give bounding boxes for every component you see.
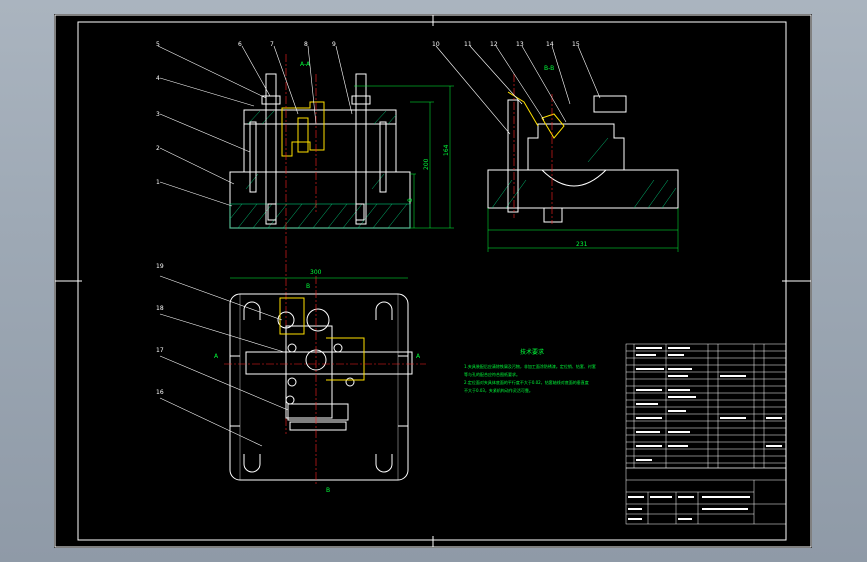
part-number: 1 — [156, 179, 160, 186]
title-block-marks — [628, 496, 750, 520]
part-number: 17 — [156, 347, 164, 354]
part-number: 10 — [432, 41, 440, 48]
part-number: 13 — [516, 41, 524, 48]
part-number: 7 — [270, 41, 274, 48]
part-number: 15 — [572, 41, 580, 48]
part-number: 9 — [332, 41, 336, 48]
technical-requirements: 技术要求 1.夹具装配后应清除铁屑及污物，非加工面涂防锈漆。定位销、钻套、衬套 … — [464, 348, 596, 393]
cad-drawing: A-A 164 200 8 B-B 231 — [54, 14, 812, 548]
tech-req-title: 技术要求 — [520, 348, 544, 356]
part-number: 6 — [238, 41, 242, 48]
dim-front-width: 300 — [310, 269, 322, 276]
part-number: 2 — [156, 145, 160, 152]
part-number: 16 — [156, 389, 164, 396]
dim-side-width: 231 — [576, 241, 588, 248]
tech-req-line: 不大于0.03，夹紧机构动作灵活可靠。 — [464, 387, 533, 393]
front-section-view: A-A — [229, 54, 411, 434]
part-number: 18 — [156, 305, 164, 312]
top-view: 300 A A B B — [214, 269, 426, 494]
parts-list — [625, 343, 787, 469]
parts-list-marks — [636, 347, 782, 461]
dim-height-a: 200 — [423, 158, 430, 170]
outer-border — [54, 14, 812, 548]
inner-frame — [77, 21, 787, 541]
front-dimensions: 164 200 8 — [354, 85, 454, 229]
side-section-view: B-B 231 — [487, 65, 679, 252]
dim-height-c: 8 — [407, 198, 414, 202]
part-number: 8 — [304, 41, 308, 48]
label-a-right: A — [416, 353, 421, 360]
part-number: 5 — [156, 41, 160, 48]
part-number: 12 — [490, 41, 498, 48]
label-a-left: A — [214, 353, 219, 360]
part-number: 14 — [546, 41, 554, 48]
label-b-top: B — [306, 283, 310, 290]
tech-req-line: 2.定位面对夹具体底面的平行度不大于0.02，钻套轴线对底面的垂直度 — [464, 379, 589, 385]
tech-req-line: 等与孔的配合应符合图纸要求。 — [464, 371, 520, 377]
tech-req-line: 1.夹具装配后应清除铁屑及污物，非加工面涂防锈漆。定位销、钻套、衬套 — [464, 363, 596, 369]
part-number: 11 — [464, 41, 472, 48]
label-section-a-a: A-A — [300, 61, 311, 68]
part-number: 4 — [156, 75, 160, 82]
part-number: 3 — [156, 111, 160, 118]
drawing-sheet: A-A 164 200 8 B-B 231 — [54, 14, 812, 548]
leader-lines — [157, 45, 601, 447]
title-block — [625, 467, 787, 525]
part-number: 19 — [156, 263, 164, 270]
part-number-labels: 5 6 7 8 9 10 11 12 13 14 15 4 3 2 1 19 1… — [156, 41, 580, 396]
dim-height-b: 164 — [443, 144, 450, 156]
label-section-b-b: B-B — [544, 65, 554, 72]
label-b-bottom: B — [326, 487, 330, 494]
